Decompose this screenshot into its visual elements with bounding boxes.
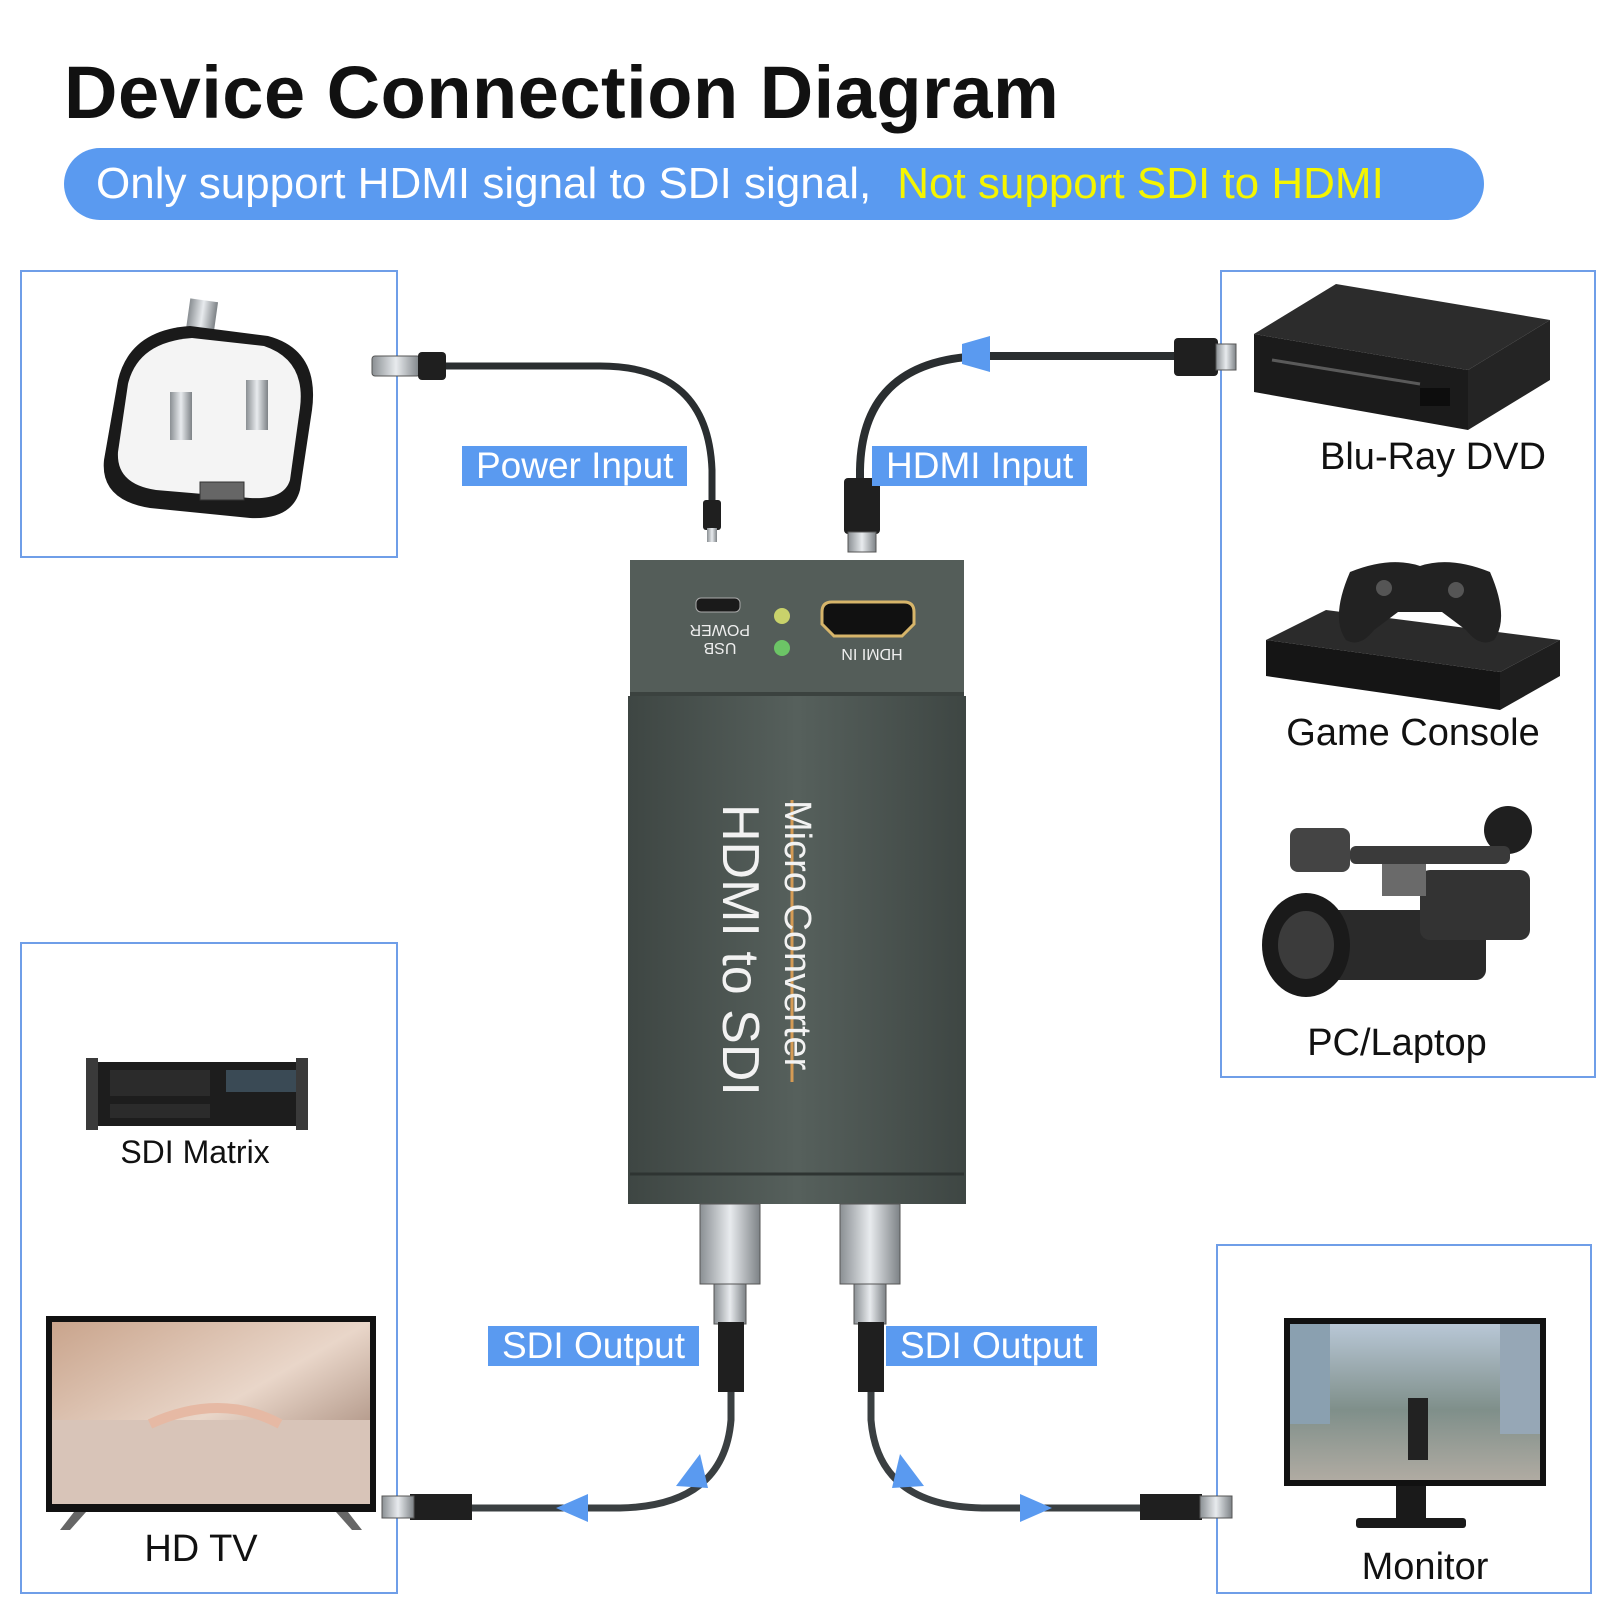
- game-console-icon: [1266, 562, 1560, 710]
- monitor-icon: [1284, 1318, 1546, 1528]
- source-label-bluray: Blu-Ray DVD: [1320, 436, 1546, 478]
- sdi-right-flow-arrow-1: [892, 1454, 924, 1488]
- sdi-output-right-tag: SDI Output: [886, 1326, 1098, 1366]
- hdmi-cable: [844, 336, 1237, 553]
- hd-tv-icon: [46, 1316, 376, 1530]
- sdi-left-flow-arrow-1: [676, 1454, 708, 1488]
- hdmi-flow-arrow: [962, 336, 990, 372]
- hdmi-in-port-label: HDMI IN: [841, 645, 903, 662]
- power-cable: [371, 352, 721, 542]
- not-supported-note: Not support SDI to HDMI: [897, 159, 1384, 208]
- power-adapter-icon: [103, 298, 314, 519]
- output-label-monitor: Monitor: [1361, 1546, 1489, 1588]
- blu-ray-player-icon: [1254, 284, 1550, 430]
- sdi-output-right-cable: [839, 1203, 1233, 1522]
- sdi-left-flow-arrow-2: [556, 1494, 588, 1522]
- converter-device: [628, 560, 966, 1204]
- source-label-pc: PC/Laptop: [1307, 1022, 1487, 1064]
- support-banner: Only support HDMI signal to SDI signal, …: [64, 148, 1484, 220]
- output-label-hd-tv: HD TV: [144, 1528, 258, 1570]
- sdi-matrix-icon: [86, 1058, 308, 1130]
- camcorder-icon: [1262, 806, 1532, 997]
- power-input-tag: Power Input: [462, 446, 688, 486]
- sdi-output-left-cable: [381, 1203, 761, 1522]
- device-brand-line: Micro Converter: [776, 800, 818, 1071]
- output-label-sdi-matrix: SDI Matrix: [120, 1134, 270, 1170]
- sdi-right-flow-arrow-2: [1020, 1494, 1052, 1522]
- sdi-output-left-tag: SDI Output: [488, 1326, 700, 1366]
- source-label-console: Game Console: [1286, 712, 1540, 754]
- supported-note: Only support HDMI signal to SDI signal,: [96, 159, 872, 208]
- page-title: Device Connection Diagram: [64, 51, 1060, 134]
- hdmi-input-tag: HDMI Input: [872, 446, 1088, 486]
- device-model-line: HDMI to SDI: [711, 804, 769, 1096]
